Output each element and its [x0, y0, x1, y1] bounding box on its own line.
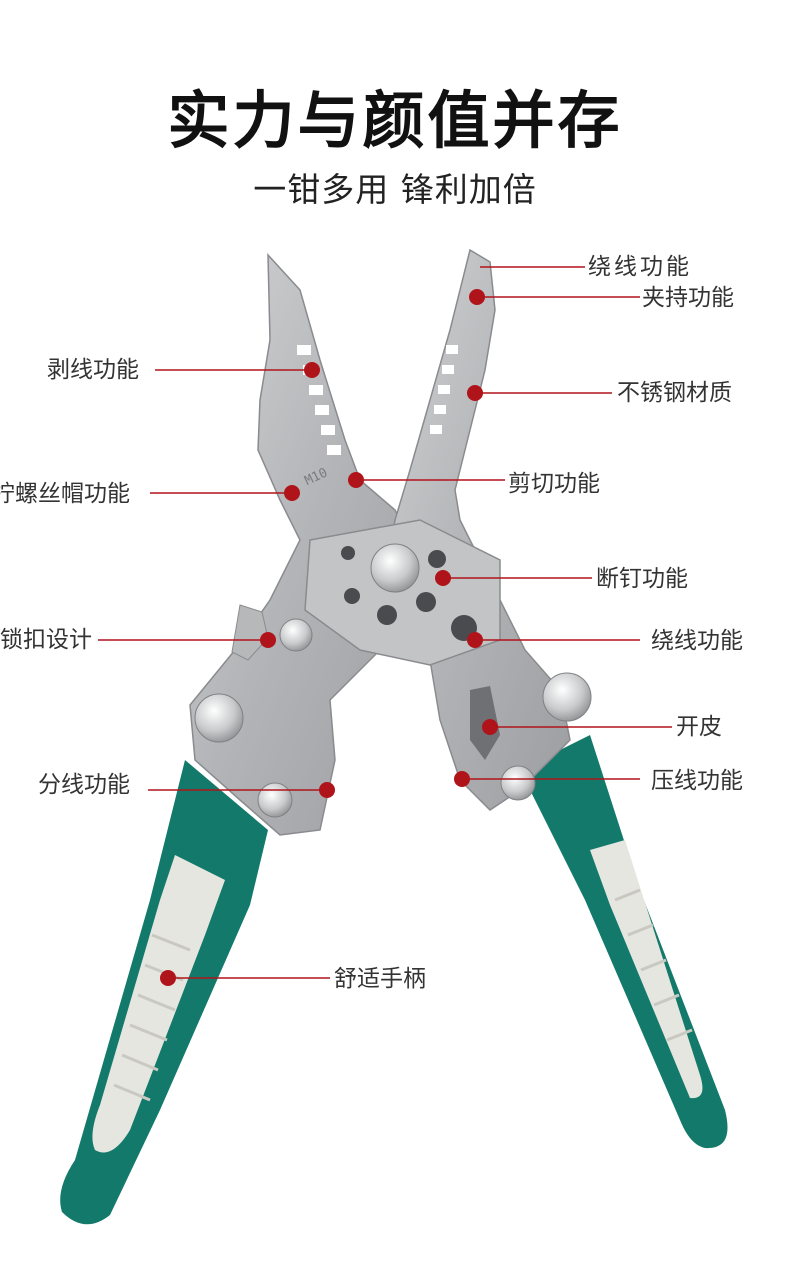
lock-tab — [231, 604, 313, 661]
rivet-lower-left — [257, 782, 293, 818]
callout-splitting: 分线功能 — [38, 772, 130, 798]
marker-nail-break — [435, 570, 451, 586]
marker-winding — [467, 632, 483, 648]
callout-winding-top: 绕线功能 — [588, 254, 692, 280]
marker-clamping — [469, 289, 485, 305]
marker-stripping — [304, 362, 320, 378]
page-subtitle: 一钳多用 锋利加倍 — [253, 170, 537, 209]
page-title: 实力与颜值并存 — [167, 84, 623, 157]
rivet-left — [194, 693, 244, 743]
callout-stainless: 不锈钢材质 — [617, 380, 732, 406]
marker-crimping — [454, 771, 470, 787]
marker-handle — [160, 970, 176, 986]
callout-screw-cap: 拧螺丝帽功能 — [0, 481, 130, 507]
callout-peeling: 开皮 — [676, 714, 722, 740]
marker-stainless — [467, 385, 483, 401]
marker-screw-cap — [284, 485, 300, 501]
callout-cutting: 剪切功能 — [508, 471, 600, 497]
marker-peeling — [482, 719, 498, 735]
callout-clamping: 夹持功能 — [642, 285, 734, 311]
callout-stripping: 剥线功能 — [47, 357, 139, 383]
right-handle — [520, 735, 728, 1149]
marker-lock — [260, 632, 276, 648]
callout-winding: 绕线功能 — [651, 628, 743, 654]
callout-crimping: 压线功能 — [651, 768, 743, 794]
marker-splitting — [319, 782, 335, 798]
callout-nail-break: 断钉功能 — [596, 566, 688, 592]
rivet-right — [542, 672, 592, 722]
rivet-lower-right — [500, 765, 536, 801]
marker-cutting — [348, 472, 364, 488]
left-handle — [60, 760, 269, 1225]
callout-handle: 舒适手柄 — [334, 966, 426, 992]
callout-lock-design: 锁扣设计 — [0, 627, 92, 653]
